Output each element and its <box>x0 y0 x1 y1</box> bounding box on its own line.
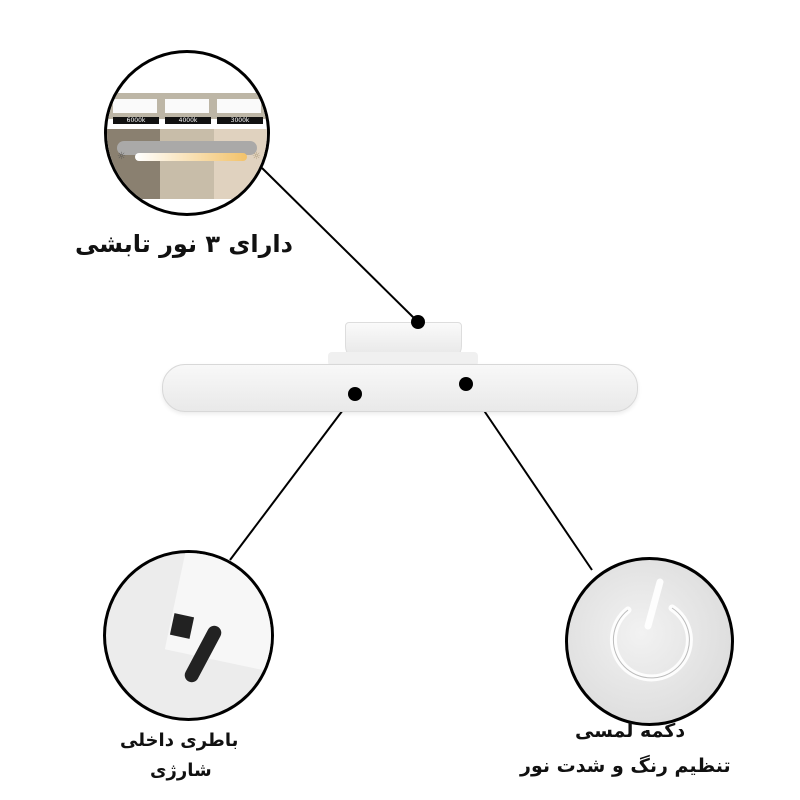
connector-touch <box>465 383 593 571</box>
touch-button-circle <box>565 557 734 726</box>
touch-label-2: تنظیم رنگ و شدت نور <box>520 755 731 777</box>
connector-lights <box>261 167 419 323</box>
battery-label-2: شارژی <box>150 760 212 781</box>
battery-circle <box>103 550 274 721</box>
connector-battery <box>229 393 356 561</box>
light-modes-circle: 6000k 4000k 3000k ☼ ☼ <box>104 50 270 216</box>
touch-label-1: دکمه لمسی <box>575 720 686 742</box>
temp-label: 4000k <box>165 117 211 124</box>
marker-dot <box>411 315 425 329</box>
battery-label-1: باطری داخلی <box>120 730 239 751</box>
power-icon <box>609 578 693 682</box>
temp-label: 6000k <box>113 117 159 124</box>
color-temp-slider <box>135 153 247 161</box>
sun-icon: ☼ <box>117 151 126 162</box>
temp-label: 3000k <box>217 117 263 124</box>
lamp-base <box>328 352 478 366</box>
marker-dot <box>348 387 362 401</box>
lamp-bar <box>162 364 638 412</box>
lights-label: دارای ۳ نور تابشی <box>75 230 293 258</box>
marker-dot <box>459 377 473 391</box>
sun-icon: ☼ <box>252 151 261 162</box>
